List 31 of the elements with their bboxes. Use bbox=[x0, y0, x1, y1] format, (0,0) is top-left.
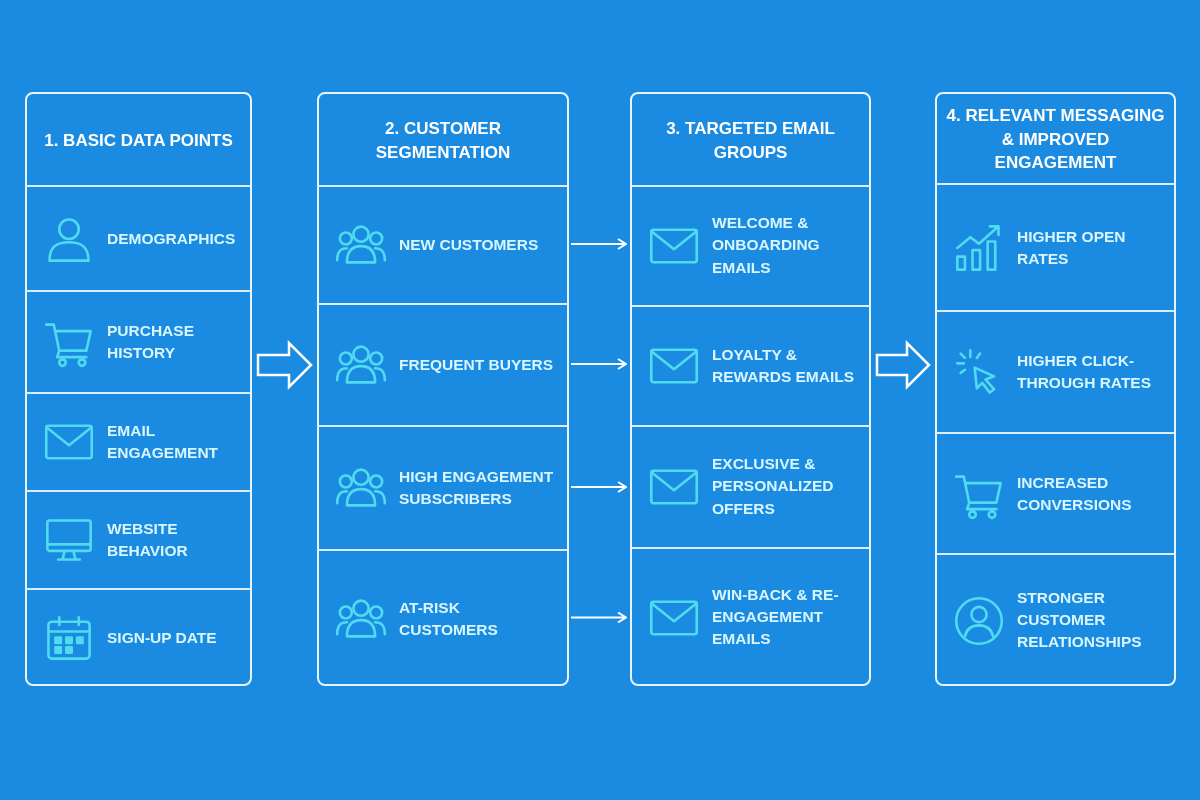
column-panel bbox=[25, 92, 252, 686]
arrow bbox=[570, 481, 627, 493]
row-label: STRONGER CUSTOMER RELATIONSHIPS bbox=[1017, 587, 1143, 653]
row-label: INCREASED CONVERSIONS bbox=[1017, 472, 1133, 515]
row-label: HIGHER CLICK-THROUGH RATES bbox=[1017, 350, 1153, 393]
row-label: AT-RISK CUSTOMERS bbox=[399, 597, 499, 640]
row-label: EMAIL ENGAGEMENT bbox=[107, 420, 220, 463]
arrow bbox=[570, 611, 627, 624]
column-heading: 1. BASIC DATA POINTS bbox=[43, 129, 234, 152]
arrow bbox=[570, 238, 627, 250]
block-arrow bbox=[875, 340, 931, 390]
row-label: HIGH ENGAGEMENT SUBSCRIBERS bbox=[399, 466, 555, 509]
row-label: NEW CUSTOMERS bbox=[399, 234, 540, 255]
row-label: WEBSITE BEHAVIOR bbox=[107, 518, 189, 561]
row-label: WIN-BACK & RE-ENGAGEMENT EMAILS bbox=[712, 584, 840, 650]
row-label: DEMOGRAPHICS bbox=[107, 228, 237, 249]
block-arrow bbox=[256, 340, 313, 390]
column-heading: 2. CUSTOMER SEGMENTATION bbox=[374, 117, 512, 164]
column-heading: 4. RELEVANT MESSAGING & IMPROVED ENGAGEMENT bbox=[945, 104, 1166, 175]
arrow bbox=[570, 358, 627, 370]
row-label: PURCHASE HISTORY bbox=[107, 320, 195, 363]
column-panel bbox=[317, 92, 569, 686]
column-panel bbox=[630, 92, 871, 686]
row-label: WELCOME & ONBOARDING EMAILS bbox=[712, 213, 821, 279]
column-heading: 3. TARGETED EMAIL GROUPS bbox=[665, 117, 836, 164]
column-panel bbox=[935, 92, 1176, 686]
row-label: FREQUENT BUYERS bbox=[399, 354, 555, 375]
row-label: EXCLUSIVE & PERSONALIZED OFFERS bbox=[712, 454, 835, 520]
row-label: LOYALTY & REWARDS EMAILS bbox=[712, 344, 856, 387]
row-label: HIGHER OPEN RATES bbox=[1017, 226, 1127, 269]
row-label: SIGN-UP DATE bbox=[107, 627, 218, 648]
